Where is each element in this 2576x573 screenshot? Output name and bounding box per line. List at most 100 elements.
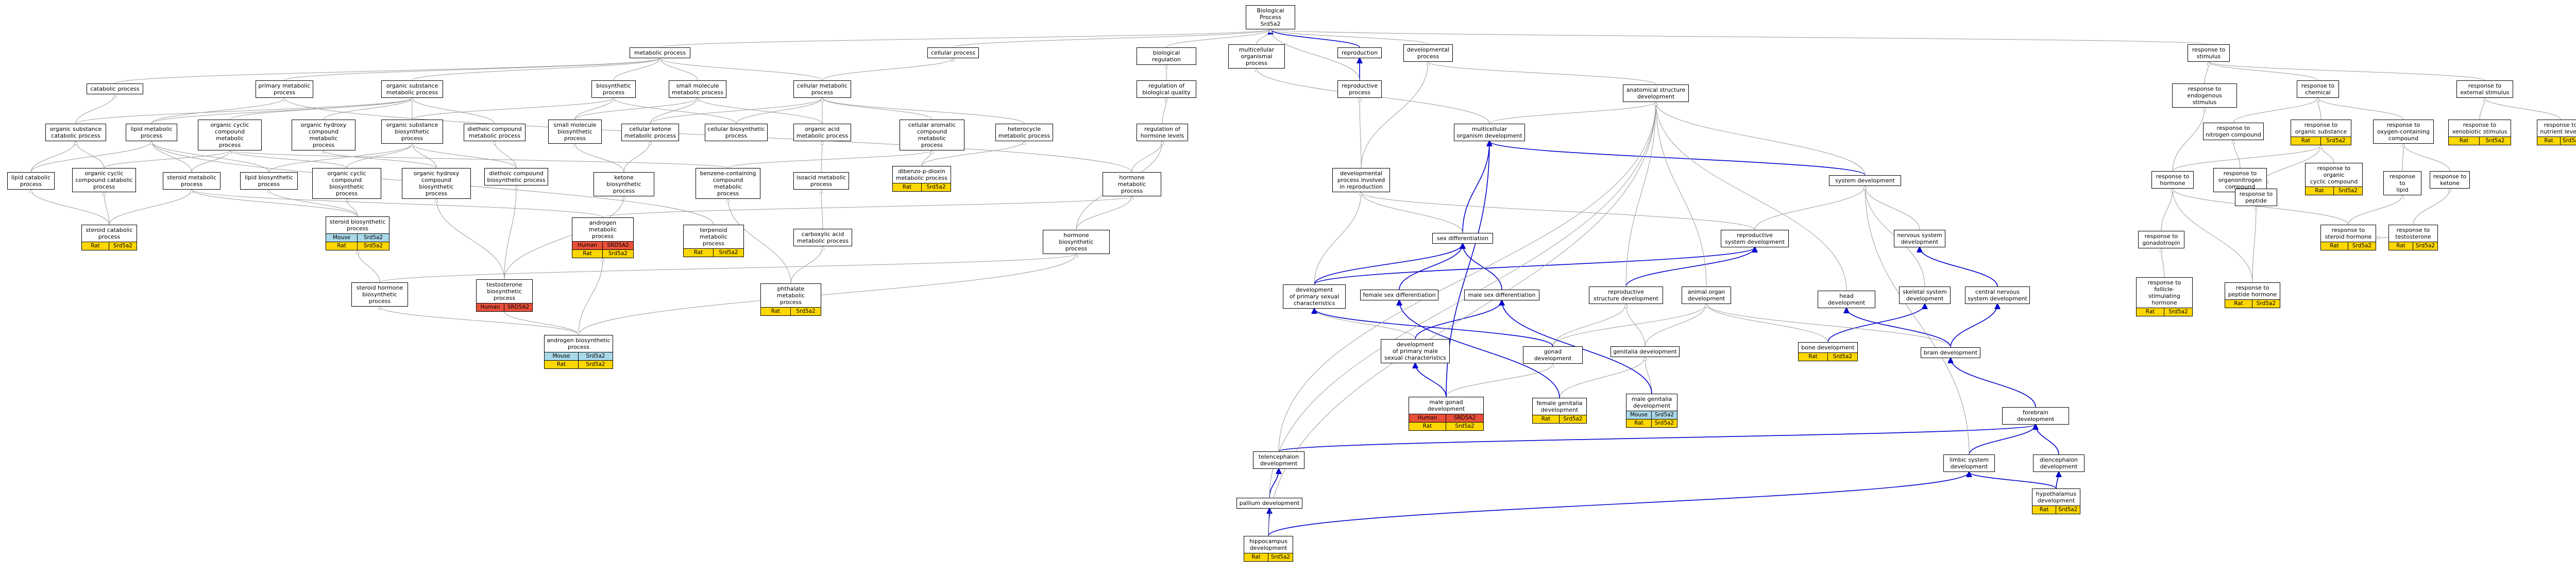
go-term-node[interactable]: limbic system development <box>1943 454 1995 472</box>
go-term-node[interactable]: forebrain development <box>2002 407 2069 425</box>
go-term-node[interactable]: development of primary male sexual chara… <box>1381 339 1450 363</box>
go-term-node[interactable]: diencephalon development <box>2033 454 2084 472</box>
go-term-node[interactable]: nervous system development <box>1894 230 1945 247</box>
go-term-node[interactable]: reproductive process <box>1337 80 1382 98</box>
go-term-node[interactable]: organic acid metabolic process <box>793 124 851 141</box>
go-term-node[interactable]: reproductive structure development <box>1589 286 1663 304</box>
go-term-node[interactable]: developmental process involved in reprod… <box>1332 168 1390 192</box>
go-term-node[interactable]: reproductive system development <box>1721 230 1789 247</box>
go-term-node[interactable]: cellular process <box>927 47 979 58</box>
go-term-node[interactable]: benzene-containing compound metabolic pr… <box>696 168 760 199</box>
go-term-node[interactable]: male sex differentiation <box>1464 290 1539 300</box>
go-term-node[interactable]: telencephalon development <box>1253 451 1304 469</box>
go-term-node[interactable]: biological regulation <box>1137 47 1196 65</box>
go-term-node[interactable]: isoacid metabolic process <box>793 172 849 190</box>
go-term-node[interactable]: organic hydroxy compound metabolic proce… <box>292 120 355 150</box>
go-term-node[interactable]: organic substance biosynthetic process <box>381 120 443 144</box>
go-term-node[interactable]: response to lipid <box>2383 171 2421 195</box>
go-term-node[interactable]: cellular ketone metabolic process <box>621 124 679 141</box>
go-term-node[interactable]: cellular metabolic process <box>793 80 851 98</box>
go-term-node[interactable]: development of primary sexual characteri… <box>1283 284 1346 309</box>
go-term-node[interactable]: response to organonitrogen compound <box>2213 168 2267 192</box>
go-term-node[interactable]: multicellular organismal process <box>1228 44 1285 69</box>
go-term-node[interactable]: lipid metabolic process <box>126 124 177 141</box>
go-term-node[interactable]: lipid catabolic process <box>7 172 55 190</box>
go-term-node[interactable]: organic hydroxy compound biosynthetic pr… <box>402 168 471 199</box>
go-term-node[interactable]: central nervous system development <box>1965 286 2030 304</box>
go-term-node[interactable]: steroid hormone biosynthetic process <box>351 282 408 307</box>
go-term-node[interactable]: pallium development <box>1236 498 1302 509</box>
go-term-node[interactable]: primary metabolic process <box>256 80 313 98</box>
go-term-node[interactable]: sex differentiation <box>1432 233 1493 244</box>
go-term-node[interactable]: ketone biosynthetic process <box>594 172 654 196</box>
go-term-node[interactable]: multicellular organism development <box>1454 124 1525 141</box>
go-term-node[interactable]: biosynthetic process <box>591 80 636 98</box>
go-term-node[interactable]: response to follicle-stimulating hormone… <box>2136 277 2193 316</box>
go-term-node[interactable]: response to gonadotropin <box>2138 231 2184 248</box>
go-term-node[interactable]: response to ketone <box>2430 171 2470 189</box>
go-term-node[interactable]: anatomical structure development <box>1623 85 1689 102</box>
go-term-node[interactable]: response to nitrogen compound <box>2203 123 2264 140</box>
go-term-node[interactable]: heterocycle metabolic process <box>995 124 1053 141</box>
go-term-node[interactable]: cellular aromatic compound metabolic pro… <box>900 120 964 150</box>
go-term-node[interactable]: metabolic process <box>630 47 690 58</box>
go-term-node[interactable]: regulation of hormone levels <box>1137 124 1188 141</box>
go-term-node[interactable]: catabolic process <box>87 83 143 94</box>
go-term-node[interactable]: system development <box>1829 175 1901 186</box>
go-term-node[interactable]: organic cyclic compound catabolic proces… <box>72 168 136 192</box>
go-term-node[interactable]: response to nutrient levelsRatSrd5a2 <box>2537 120 2576 145</box>
go-term-node[interactable]: carboxylic acid metabolic process <box>793 229 852 246</box>
go-term-node[interactable]: cellular biosynthetic process <box>705 124 768 141</box>
go-term-node[interactable]: reproduction <box>1337 47 1382 58</box>
go-term-node[interactable]: brain development <box>1921 347 1980 358</box>
go-term-node[interactable]: lipid biosynthetic process <box>240 172 298 190</box>
go-term-node[interactable]: genitalia development <box>1611 346 1680 357</box>
go-term-node[interactable]: response to endogenous stimulus <box>2172 83 2237 108</box>
go-term-node[interactable]: hormone metabolic process <box>1103 172 1161 196</box>
go-term-node[interactable]: skeletal system development <box>1899 286 1951 304</box>
go-term-node[interactable]: diethoic compound biosynthetic process <box>484 168 548 186</box>
go-term-node[interactable]: developmental process <box>1403 44 1453 62</box>
go-term-node[interactable]: organic cyclic compound biosynthetic pro… <box>312 168 381 199</box>
go-term-node[interactable]: organic cyclic compound metabolic proces… <box>198 120 262 150</box>
go-term-node[interactable]: steroid metabolic process <box>163 172 221 190</box>
go-term-node[interactable]: Biological Process Srd5a2 <box>1246 5 1295 29</box>
go-term-node[interactable]: response to external stimulus <box>2456 80 2513 98</box>
go-term-node[interactable]: hormone biosynthetic process <box>1043 230 1110 254</box>
go-term-node[interactable]: female sex differentiation <box>1360 290 1438 300</box>
go-term-node[interactable]: small molecule biosynthetic process <box>548 120 602 144</box>
go-term-node[interactable]: organic substance catabolic process <box>45 124 106 141</box>
go-term-node[interactable]: response to oxygen-containing compound <box>2373 120 2434 144</box>
go-term-node[interactable]: response to peptide <box>2235 189 2277 206</box>
go-term-node[interactable]: small molecule metabolic process <box>669 80 726 98</box>
go-term-node[interactable]: regulation of biological quality <box>1137 80 1196 98</box>
go-term-node[interactable]: organic substance metabolic process <box>381 80 443 98</box>
go-term-node[interactable]: gonad development <box>1523 346 1583 364</box>
go-term-node[interactable]: diethoic compound metabolic process <box>464 124 526 141</box>
go-term-node[interactable]: head development <box>1818 291 1875 308</box>
go-term-node[interactable]: response to hormone <box>2151 171 2194 189</box>
go-term-node[interactable]: response to stimulus <box>2188 44 2230 62</box>
go-term-node[interactable]: animal organ development <box>1682 286 1731 304</box>
go-term-node[interactable]: response to chemical <box>2297 80 2339 98</box>
